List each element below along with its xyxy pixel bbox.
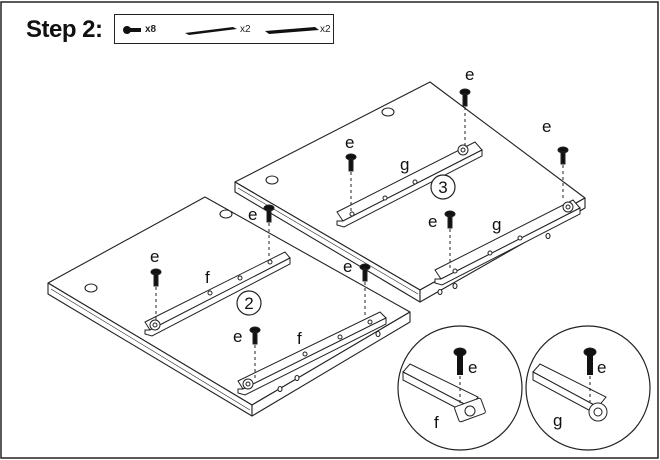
parts-list: x8 x2 x2 <box>114 14 334 44</box>
screw-icon <box>459 88 471 145</box>
panel-3-number: 3 <box>438 178 447 197</box>
screw-icon <box>444 210 456 268</box>
detail-f-rail-label: f <box>434 413 439 432</box>
detail-g: e g <box>525 325 651 451</box>
screw-icon <box>345 153 357 212</box>
screw-label: e <box>345 133 354 152</box>
rail-f-lower <box>237 311 387 396</box>
screw-icon <box>557 146 569 200</box>
screw-icon <box>359 263 371 316</box>
rail-f-qty: x2 <box>240 24 251 35</box>
rail-f-icon <box>185 27 237 35</box>
rail-f-label-upper: f <box>205 268 210 287</box>
detail-g-screw-label: e <box>597 358 606 377</box>
rail-g-label-lower: g <box>492 215 501 234</box>
rail-g-qty: x2 <box>320 24 331 35</box>
screws <box>150 88 569 380</box>
step-title: Step 2: <box>26 16 103 43</box>
detail-g-rail-label: g <box>553 411 562 430</box>
screw-label: e <box>343 257 352 276</box>
screw-label: e <box>248 205 257 224</box>
rail-g-icon <box>265 27 319 34</box>
screw-qty: x8 <box>145 24 157 35</box>
rail-f-upper <box>144 251 291 337</box>
screw-icon <box>263 204 275 258</box>
detail-f-screw-label: e <box>468 358 477 377</box>
screw-icon <box>123 26 141 34</box>
screw-label: e <box>465 65 474 84</box>
detail-f: e f <box>397 325 523 451</box>
screw-label: e <box>428 212 437 231</box>
screw-icon <box>150 268 162 320</box>
panel-2-number: 2 <box>244 294 253 313</box>
rail-f-label-lower: f <box>297 329 302 348</box>
rail-g-upper <box>336 141 483 228</box>
rail-g-label-upper: g <box>400 155 409 174</box>
screw-label: e <box>542 117 551 136</box>
parts-graphics <box>123 26 319 35</box>
screw-icon <box>249 326 261 380</box>
screw-label: e <box>150 247 159 266</box>
screw-label: e <box>233 327 242 346</box>
rail-g-lower <box>434 199 581 286</box>
